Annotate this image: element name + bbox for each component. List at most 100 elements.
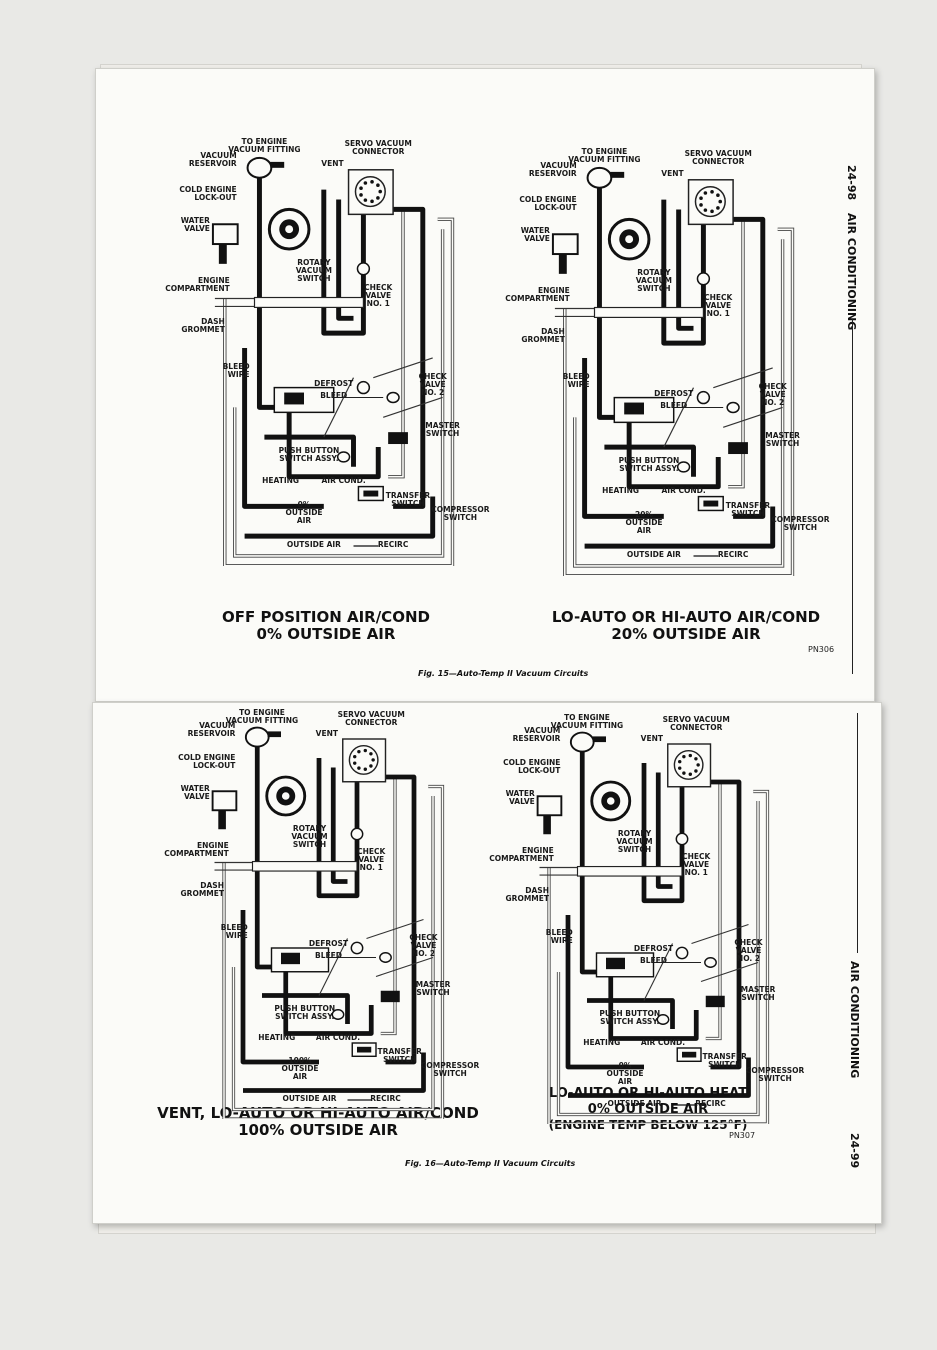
left-diagram-title-line2: 100% OUTSIDE AIR: [238, 1121, 398, 1139]
fig16-left-label-air-cond: AIR COND.: [315, 1032, 361, 1042]
fig16-right-label-air-cond: AIR COND.: [640, 1037, 686, 1047]
fig15-left-label-heating: HEATING: [262, 475, 300, 485]
fig16-right-label-outside-air: OUTSIDE AIR: [607, 1099, 662, 1109]
fig16-right-label-vent: VENT: [640, 733, 663, 743]
fig15-right-label-bleed: BLEED: [660, 400, 688, 410]
fig16-right-label-bleed: BLEED: [640, 955, 667, 965]
fig16-left-label-recirc: RECIRC: [370, 1094, 401, 1104]
fig16-left-label-bleed: BLEED: [315, 950, 342, 960]
right-diagram-title-line2: 20% OUTSIDE AIR: [611, 625, 761, 643]
right-diagram-title-line3: (ENGINE TEMP BELOW 125°F): [548, 1118, 748, 1132]
fig16-right-label-heating: HEATING: [583, 1037, 621, 1047]
page-number: 24-99: [848, 1133, 861, 1169]
fig15-right-label-defrost: DEFROST: [654, 388, 694, 398]
fig15-right-label-recirc: RECIRC: [717, 550, 749, 560]
side-rule: [857, 713, 858, 953]
fig15-right-label-vent: VENT: [661, 168, 684, 178]
left-diagram-title-line1: OFF POSITION AIR/COND: [222, 608, 430, 626]
fig15-left-label-defrost: DEFROST: [314, 378, 354, 388]
fig15-left-label-outside-air: OUTSIDE AIR: [286, 540, 341, 550]
fig15-left-schematic: [211, 156, 455, 566]
section-heading: AIR CONDITIONING: [845, 213, 858, 331]
fig16-right-label-defrost: DEFROST: [633, 944, 674, 954]
part-number: PN307: [729, 1131, 756, 1140]
part-number: PN306: [808, 645, 835, 654]
fig16-left-label-defrost: DEFROST: [308, 939, 349, 949]
fig15-left-label-bleed: BLEED: [320, 390, 348, 400]
page-number: 24-98: [845, 165, 858, 201]
fig15-right-schematic: [551, 166, 795, 576]
fig15-left-label-air-cond: AIR COND.: [321, 475, 366, 485]
side-rule: [852, 319, 853, 674]
figure-caption: Fig. 15—Auto-Temp II Vacuum Circuits: [418, 669, 589, 678]
fig15-right-label-air-cond: AIR COND.: [661, 485, 706, 495]
section-heading: AIR CONDITIONING: [848, 961, 861, 1079]
fig15-left-label-recirc: RECIRC: [377, 540, 409, 550]
figure-caption: Fig. 16—Auto-Temp II Vacuum Circuits: [405, 1159, 576, 1168]
fig16-right-label-recirc: RECIRC: [695, 1099, 726, 1109]
fig15-right-label-heating: HEATING: [602, 485, 640, 495]
fig16-left-label-heating: HEATING: [258, 1032, 296, 1042]
fig15-left-label-vent: VENT: [321, 158, 344, 168]
fig15-right-label-outside-air: OUTSIDE AIR: [626, 550, 681, 560]
left-diagram-title-line2: 0% OUTSIDE AIR: [256, 625, 396, 643]
